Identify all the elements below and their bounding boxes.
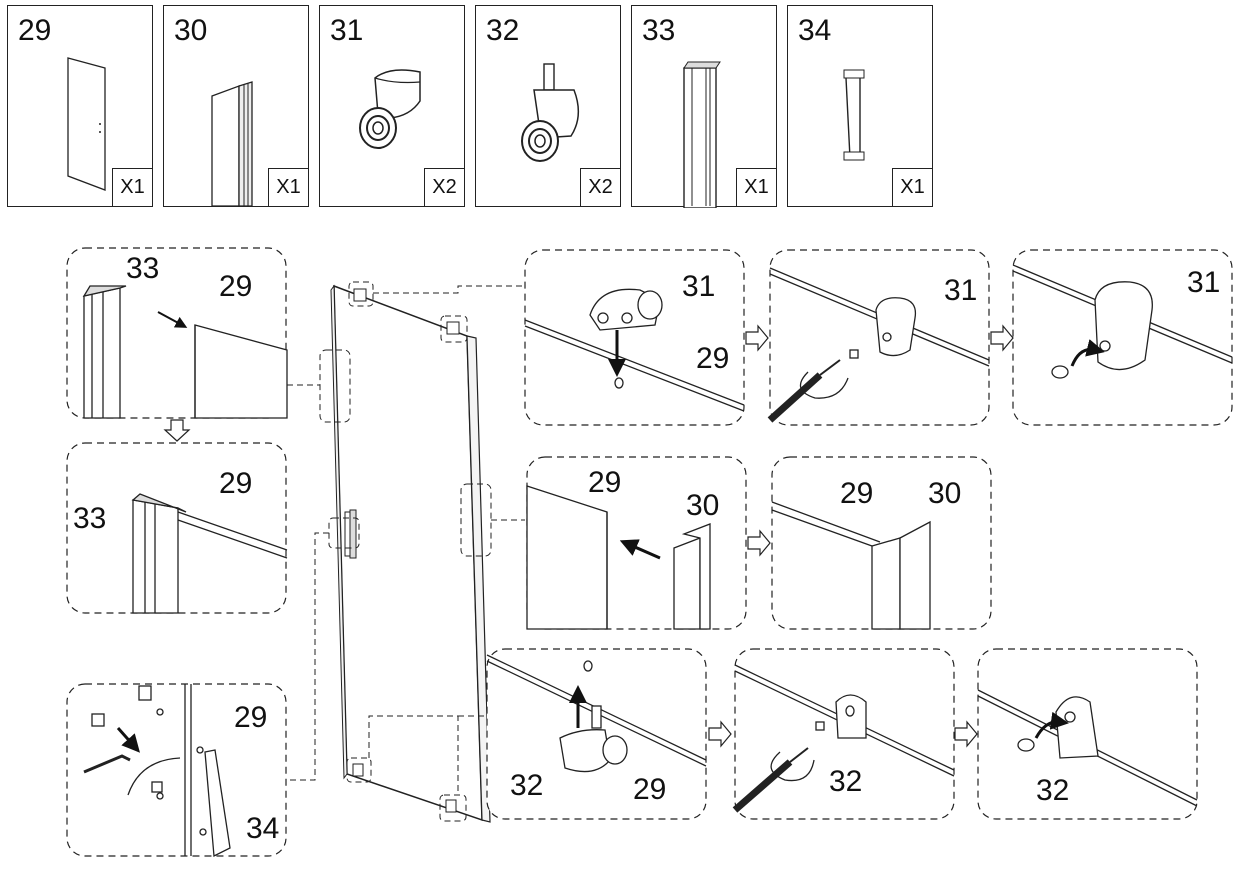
- part-number: 30: [174, 14, 208, 47]
- next-step-arrow: [163, 419, 191, 442]
- wall-profile-icon: [211, 81, 253, 207]
- label-31: 31: [682, 270, 715, 303]
- next-step-arrow: [708, 720, 732, 748]
- part-quantity: X1: [892, 168, 932, 206]
- next-step-arrow: [745, 324, 769, 352]
- label-29: 29: [219, 270, 252, 303]
- label-31: 31: [944, 274, 977, 307]
- label-33: 33: [73, 502, 106, 535]
- handle-icon: [843, 69, 865, 161]
- next-step-arrow: [747, 529, 771, 557]
- part-card-33: 33 X1: [631, 5, 777, 208]
- next-step-arrow: [990, 324, 1014, 352]
- glass-door: [330, 284, 491, 823]
- part-number: 33: [642, 14, 676, 47]
- part-number: 32: [486, 14, 520, 47]
- part-quantity: X1: [112, 168, 152, 206]
- label-29: 29: [234, 701, 267, 734]
- label-29: 29: [696, 342, 729, 375]
- label-32: 32: [829, 765, 862, 798]
- label-31: 31: [1187, 266, 1220, 299]
- label-32: 32: [1036, 774, 1069, 807]
- part-quantity: X1: [736, 168, 776, 206]
- part-card-30: 30 X1: [163, 5, 309, 207]
- label-29: 29: [840, 477, 873, 510]
- part-card-34: 34 X1: [787, 5, 933, 207]
- label-30: 30: [686, 489, 719, 522]
- part-number: 31: [330, 14, 364, 47]
- label-34: 34: [246, 812, 279, 845]
- part-quantity: X1: [268, 168, 308, 206]
- part-quantity: X2: [424, 168, 464, 206]
- next-step-arrow: [954, 720, 978, 748]
- part-number: 34: [798, 14, 832, 47]
- bottom-roller-icon: [521, 63, 580, 162]
- part-number: 29: [18, 14, 52, 47]
- part-card-31: 31 X2: [319, 5, 465, 207]
- top-roller-icon: [359, 69, 421, 149]
- label-33: 33: [126, 252, 159, 285]
- part-card-29: 29 X1: [7, 5, 153, 207]
- label-29: 29: [588, 466, 621, 499]
- label-29: 29: [633, 773, 666, 806]
- seal-profile-icon: [683, 61, 721, 208]
- part-quantity: X2: [580, 168, 620, 206]
- callout-labels: 33 29 29 33 29 34 31 29 31 31 29 30 29 3…: [73, 252, 1220, 845]
- part-card-32: 32 X2: [475, 5, 621, 207]
- label-30: 30: [928, 477, 961, 510]
- label-29: 29: [219, 467, 252, 500]
- glass-panel-icon: [67, 57, 106, 191]
- label-32: 32: [510, 769, 543, 802]
